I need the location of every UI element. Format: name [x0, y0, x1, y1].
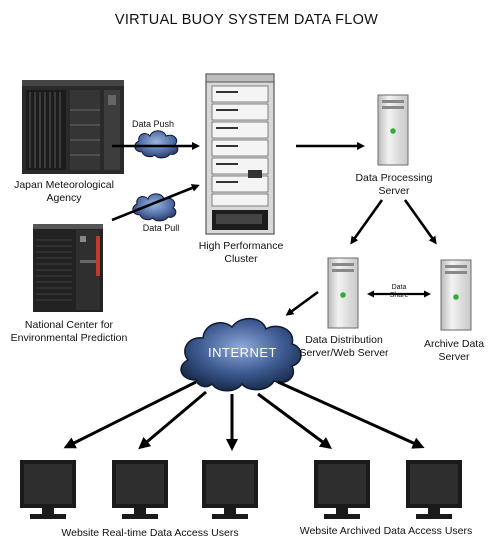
processing-label-line2: Server [378, 185, 410, 197]
diagram-title: VIRTUAL BUOY SYSTEM DATA FLOW [114, 12, 379, 28]
data-share-line2: Share [389, 292, 409, 299]
monitor-icon-3 [202, 460, 258, 519]
edges [63, 142, 437, 451]
jma-label-line1: Japan Meteorological [14, 179, 114, 191]
internet-to-user-2-arrow [138, 390, 207, 450]
processing-label: Data Processing Server [344, 172, 444, 198]
jma-computer-icon [22, 80, 124, 174]
realtime-users-label: Website Real-time Data Access Users [61, 527, 239, 539]
monitor-icon-2 [112, 460, 168, 519]
ncep-label-line1: National Center for [24, 319, 114, 331]
distribution-label: Data Distribution Server/Web Server [292, 334, 396, 360]
archived-users-label: Website Archived Data Access Users [299, 525, 473, 537]
cluster-rack-icon [205, 73, 275, 235]
push-label: Data Push [131, 119, 175, 129]
internet-to-user-5-arrow [277, 380, 425, 449]
distribution-server-icon [327, 257, 359, 329]
cluster-label-line2: Cluster [224, 253, 258, 265]
internet-cloud-icon [180, 317, 302, 392]
cluster-label: High Performance Cluster [186, 240, 296, 266]
monitor-icon-1 [20, 460, 76, 519]
monitor-icon-4 [314, 460, 370, 519]
distribution-to-internet-arrow [285, 290, 319, 316]
archive-server-icon [440, 259, 472, 331]
cluster-label-line1: High Performance [198, 240, 284, 252]
internet-label: INTERNET [208, 345, 277, 360]
processing-to-distribution-arrow [350, 199, 384, 245]
internet-to-user-4-arrow [257, 392, 333, 449]
pull-arrow [111, 184, 200, 222]
ncep-label-line2: Environmental Prediction [10, 332, 128, 344]
data-share-line1: Data [391, 284, 407, 291]
processing-label-line1: Data Processing [355, 172, 433, 184]
jma-label-line2: Agency [46, 192, 82, 204]
ncep-label: National Center for Environmental Predic… [0, 319, 138, 345]
data-share-label: Data Share [383, 284, 415, 300]
ncep-computer-icon [33, 224, 103, 312]
jma-label: Japan Meteorological Agency [4, 179, 124, 205]
processing-server-icon [377, 94, 409, 166]
distribution-label-line2: Server/Web Server [299, 347, 389, 359]
internet-to-user-1-arrow [63, 380, 197, 449]
pull-label: Data Pull [142, 223, 180, 233]
processing-to-archive-arrow [403, 199, 437, 245]
archive-label: Archive Data Server [416, 338, 492, 364]
monitor-icon-5 [406, 460, 462, 519]
distribution-label-line1: Data Distribution [305, 334, 383, 346]
archive-label-line2: Server [438, 351, 470, 363]
archive-label-line1: Archive Data [423, 338, 485, 350]
push-cloud-icon [134, 130, 179, 159]
pull-cloud-icon [132, 193, 177, 222]
